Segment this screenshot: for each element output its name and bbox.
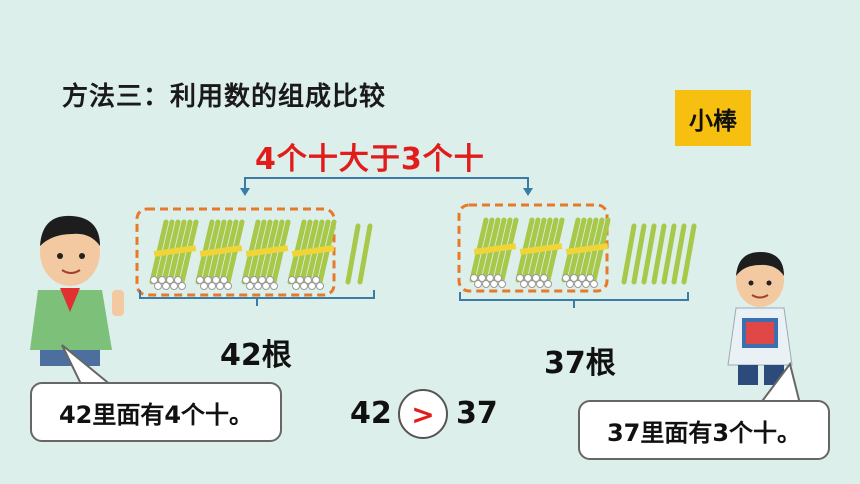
boy-left-figure xyxy=(30,215,124,366)
boy-right-figure xyxy=(727,252,793,385)
single-stick xyxy=(357,223,373,285)
speech-bubble-right: 37里面有3个十。 xyxy=(578,400,830,460)
stick-bundle xyxy=(241,219,291,290)
arrow-head-right xyxy=(523,188,533,196)
left-stick-bundles xyxy=(149,219,373,290)
sticks-tag: 小棒 xyxy=(675,90,751,146)
single-stick xyxy=(651,223,667,285)
single-stick xyxy=(681,223,697,285)
right-count-label: 37根 xyxy=(544,346,616,381)
connector-arrow xyxy=(244,177,529,190)
stick-bundle xyxy=(515,217,565,288)
compare-symbol-circle: > xyxy=(398,389,448,439)
single-stick xyxy=(641,223,657,285)
single-stick xyxy=(631,223,647,285)
right-stick-bundles xyxy=(469,217,697,288)
comparison-rule: 4个十大于3个十 xyxy=(255,142,485,177)
stick-bundle xyxy=(195,219,245,290)
stick-bundle xyxy=(149,219,199,290)
bracket-left xyxy=(139,290,375,306)
stick-bundle xyxy=(469,217,519,288)
bracket-right xyxy=(459,292,689,308)
compare-left-number: 42 xyxy=(350,396,392,431)
left-count-label: 42根 xyxy=(220,338,292,373)
single-stick xyxy=(621,223,637,285)
dashed-box-left xyxy=(135,207,336,297)
single-stick xyxy=(661,223,677,285)
stick-bundle xyxy=(561,217,611,288)
compare-right-number: 37 xyxy=(456,396,498,431)
arrow-head-left xyxy=(240,188,250,196)
speech-bubble-left: 42里面有4个十。 xyxy=(30,382,282,442)
single-stick xyxy=(671,223,687,285)
single-stick xyxy=(345,223,361,285)
page-title: 方法三：利用数的组成比较 xyxy=(62,82,387,112)
stick-bundle xyxy=(287,219,337,290)
